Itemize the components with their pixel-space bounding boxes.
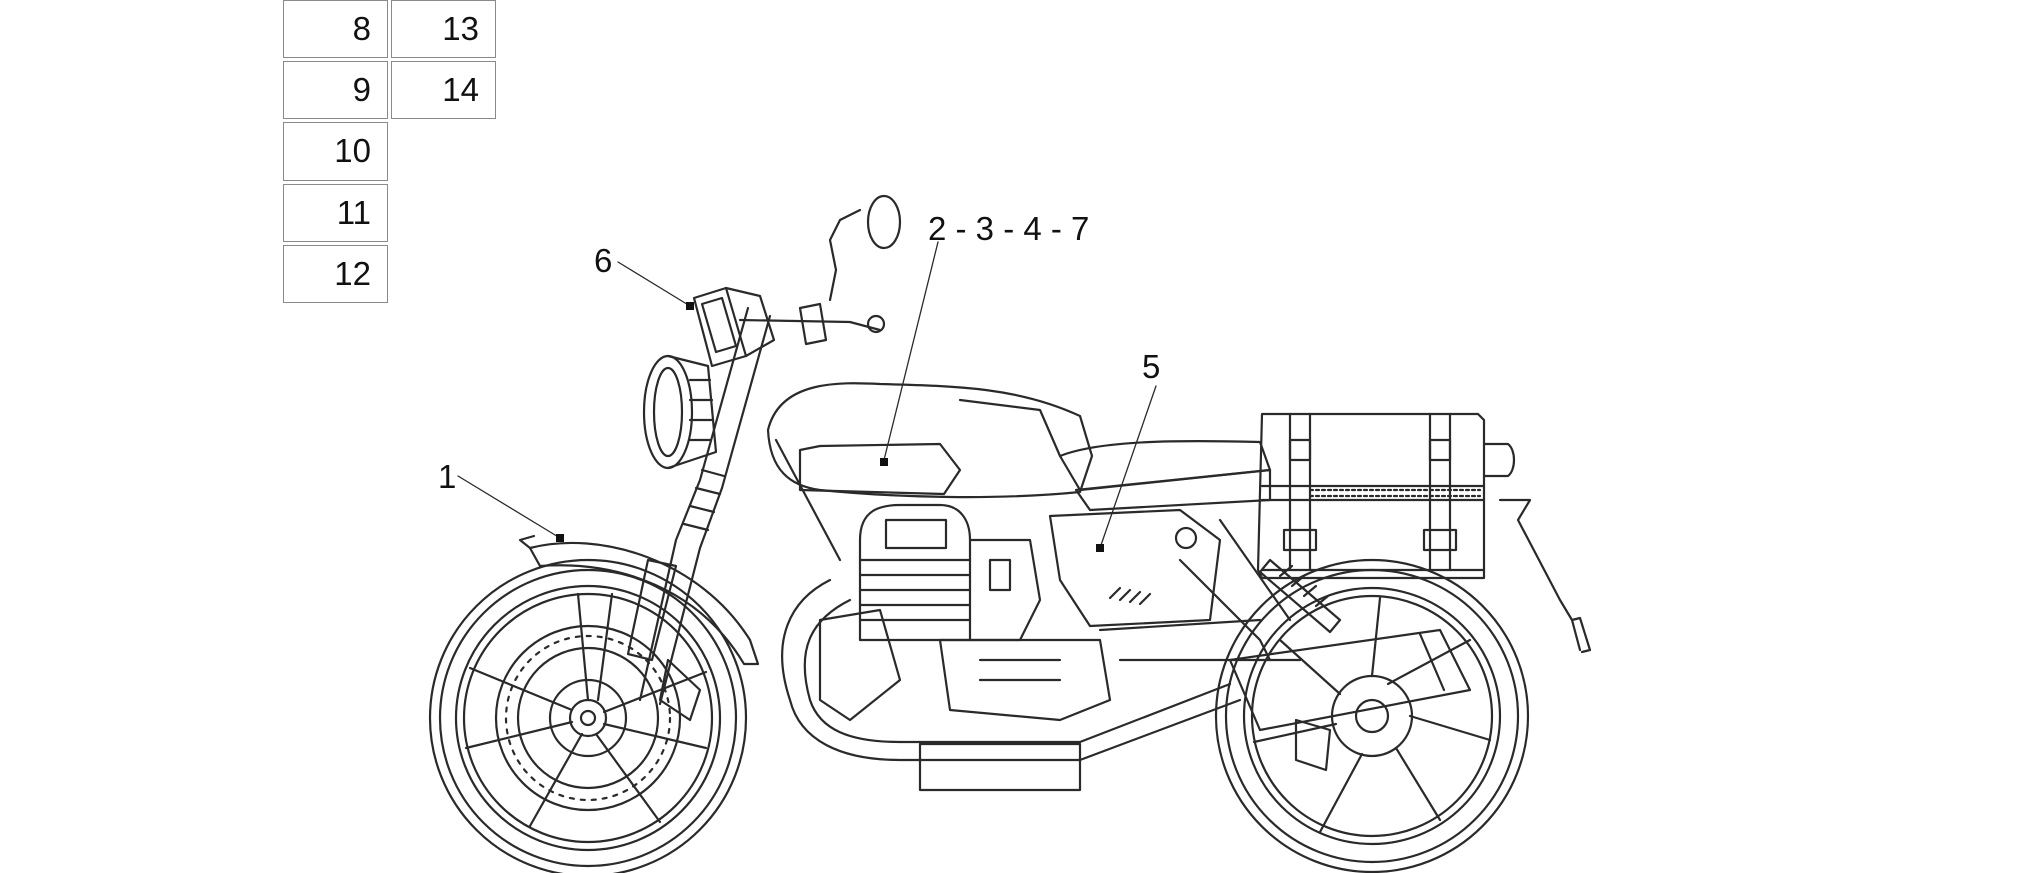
pannier: [1256, 412, 1486, 580]
legend-box-11: 11: [283, 184, 388, 242]
frame: [774, 438, 1302, 662]
callout-2347: 2 - 3 - 4 - 7: [928, 210, 1089, 247]
marker-6: [686, 302, 694, 310]
rear-wheel: [1214, 558, 1530, 873]
fuel-tank: [766, 382, 1094, 499]
front-fender: [528, 541, 760, 666]
headlight: [642, 354, 718, 470]
front-fork: [626, 306, 772, 722]
leader-lines: [457, 241, 1157, 549]
legend-box-10: 10: [283, 122, 388, 181]
callout-1: 1: [438, 458, 456, 495]
callout-6: 6: [594, 242, 612, 279]
handlebar: [738, 194, 902, 346]
legend-box-13: 13: [391, 0, 496, 58]
leader-5: [1099, 385, 1157, 549]
side-panel: [1048, 508, 1222, 628]
marker-2347: [880, 458, 888, 466]
callout-labels: 1 2 - 3 - 4 - 7 5 6: [438, 210, 1160, 495]
instrument-cluster: [692, 286, 776, 368]
marker-5: [1096, 544, 1104, 552]
engine: [818, 503, 1112, 722]
leader-6: [617, 261, 691, 307]
legend-box-12: 12: [283, 245, 388, 303]
legend-box-9: 9: [283, 61, 388, 119]
callout-5: 5: [1142, 348, 1160, 385]
legend-box-14: 14: [391, 61, 496, 119]
marker-1: [556, 534, 564, 542]
leader-2347: [883, 241, 939, 461]
leader-markers: [556, 302, 1104, 552]
front-wheel: [428, 558, 748, 873]
exhaust: [781, 578, 1472, 792]
legend-box-8: 8: [283, 0, 388, 58]
tail-light: [1482, 442, 1592, 654]
leader-1: [457, 475, 561, 539]
